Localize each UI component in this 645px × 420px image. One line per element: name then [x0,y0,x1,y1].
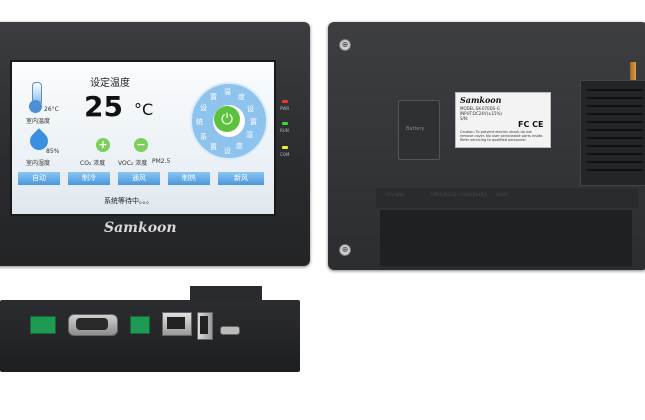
serial-text: S/N: [460,116,469,121]
pwr-led-label: PWR [280,106,290,111]
setpoint-unit: °C [134,100,154,119]
screw-icon: ⊕ [339,39,351,51]
co2-label: CO₂ 浓度 [80,160,106,167]
db9-pins [76,318,108,330]
power-terminal[interactable] [30,316,56,334]
ethernet-socket [167,317,185,329]
run-led-label: RUN [280,128,289,133]
dial-char[interactable]: 置 [250,118,257,126]
mini-usb-port[interactable] [220,326,240,335]
increase-button[interactable]: + [96,138,110,152]
setpoint-title: 设定温度 [90,78,130,89]
voc-label: VOC₂ 浓度 [118,160,148,167]
indoor-humidity-value: 85% [46,148,60,155]
com-led-label: COM [280,152,290,157]
indoor-temp-value: 26°C [44,106,59,113]
pm25-label: PM2.5 [152,158,171,165]
dial-char[interactable]: 设 [200,104,207,112]
status-text: 系统等待中。。。 [104,197,153,205]
dial-char[interactable]: 统 [196,118,203,126]
rating-label [455,92,551,148]
usb-socket [200,316,208,334]
pwr-led [282,100,288,103]
decrease-button[interactable]: − [134,138,148,152]
mode-button-vent[interactable]: 通风 [118,172,160,185]
dial-char[interactable]: 度 [238,93,245,101]
port-label-strip [376,188,638,208]
dial-char[interactable]: 设 [224,147,231,155]
run-led [282,122,288,125]
caution-text: Caution: To prevent electric shock,do no… [460,130,544,142]
screw-icon: ⊕ [339,244,351,256]
etched-label: COM1(RS232) COM2(RS485) [430,192,488,197]
port-recess [380,210,632,266]
com-led [282,146,288,149]
indoor-temp-label: 室内温度 [26,118,51,125]
antenna [630,62,636,80]
mode-button-heat[interactable]: 制热 [168,172,210,185]
dial-char[interactable]: 设 [247,105,254,113]
mode-button-cool[interactable]: 制冷 [68,172,110,185]
vent-grille [580,80,645,186]
hmi-touchscreen[interactable]: 设定温度 25 °C 26°C 室内温度 85% 室内湿度 + − CO₂ 浓度… [10,60,276,216]
dial-char[interactable]: 置 [210,143,217,151]
dial-char[interactable]: 湿 [246,131,253,139]
hmi-side-view [0,300,300,372]
battery-label: Battery [406,126,425,132]
certification-marks: FC CE [518,120,544,129]
setpoint-value: 25 [84,90,123,123]
indoor-humidity-label: 室内湿度 [26,160,51,167]
mode-button-auto[interactable]: 自动 [18,172,60,185]
dial-char[interactable]: 置 [210,93,217,101]
dial-char[interactable]: 温 [224,88,231,96]
etched-label: COM3 [496,192,508,197]
dial-char[interactable]: 度 [236,142,243,150]
model-text: MODEL:SK-070DS-G [460,106,500,111]
thermometer-bulb-icon [29,100,42,113]
dial-char[interactable]: 系 [200,133,207,141]
battery-cover[interactable] [398,100,440,160]
etched-label: 24V GND [386,192,405,197]
front-brand-logo: Samkoon [104,220,177,236]
mode-button-fresh-air[interactable]: 新风 [218,172,264,185]
com-terminal[interactable] [130,316,150,334]
side-housing-top [190,286,262,304]
label-brand: Samkoon [460,95,502,105]
power-button[interactable]: ⏻ [214,106,240,132]
input-text: INPUT:DC24V(±15%) [460,111,502,116]
